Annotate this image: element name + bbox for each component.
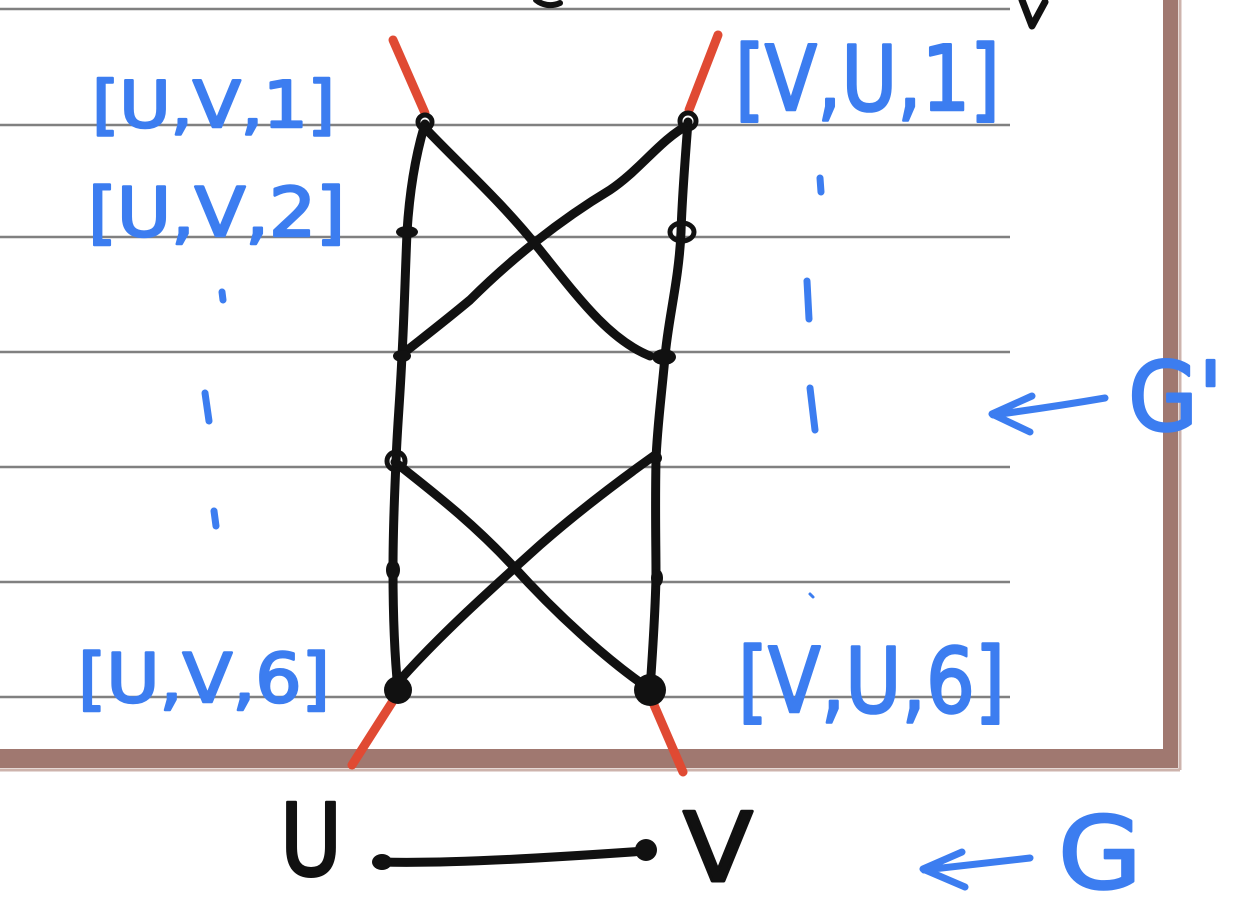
page-border-bottom — [0, 749, 1178, 768]
vertex-v-u-6 — [634, 674, 666, 706]
page-border-right — [1163, 0, 1178, 768]
vertex-u-dot — [372, 854, 392, 870]
ellipsis-dot — [218, 288, 227, 304]
external-edges — [347, 30, 723, 777]
u-side-labels: [U,V,1] [U,V,2] [U,V,6] — [77, 68, 347, 721]
external-edge-bottom-left — [347, 688, 403, 770]
cross-edge-upper-down-left — [395, 120, 693, 361]
external-edge-top-left — [388, 35, 430, 118]
v-side-ellipsis — [803, 174, 825, 599]
cross-edge-upper-down-right — [420, 123, 655, 361]
ellipsis-dot — [808, 592, 815, 599]
u-side-vertices — [384, 112, 435, 704]
cross-edge-lower-down-left — [395, 450, 660, 685]
graph-name-label: G — [1058, 795, 1142, 912]
vertex-u-label: U — [280, 782, 342, 899]
gadget-name-label: G' — [1128, 343, 1223, 453]
external-edge-top-right — [684, 30, 723, 115]
label-u-v-2: [U,V,2] — [88, 174, 345, 253]
vertex-v-label: V — [683, 794, 753, 904]
label-u-v-6: [U,V,6] — [78, 640, 330, 719]
u-side-ellipsis — [201, 288, 227, 530]
label-u-v-1: [U,V,1] — [92, 69, 335, 143]
vertex-u-v-1 — [415, 112, 435, 132]
ellipsis-dash — [201, 389, 213, 425]
ellipsis-dot — [816, 174, 825, 196]
vertex-v-u-2 — [667, 220, 697, 244]
original-graph: U V — [279, 781, 755, 906]
ellipsis-dash — [806, 384, 819, 434]
partial-ink-mark — [1018, 0, 1049, 30]
vertex-u-v-5 — [386, 560, 400, 580]
external-edge-bottom-right — [646, 693, 688, 777]
vertex-v-dot — [635, 839, 657, 861]
gadget-edges — [388, 117, 693, 695]
vertex-v-u-5 — [651, 569, 663, 587]
graph-edge-u-v — [375, 846, 651, 867]
vertex-u-v-3 — [393, 350, 411, 362]
ellipsis-dash — [803, 277, 813, 323]
vertex-u-v-4 — [384, 449, 408, 473]
page-border — [0, 0, 1182, 772]
label-v-u-6: [V,U,6] — [738, 629, 1005, 734]
vertex-u-v-6 — [384, 676, 412, 704]
u-side-path-edge — [388, 119, 430, 695]
partial-ink-mark — [533, 0, 563, 9]
vertex-v-u-3 — [652, 349, 676, 365]
left-arrow-icon — [919, 848, 1034, 891]
vertex-v-u-1 — [677, 110, 699, 132]
graph-pointer: G — [919, 794, 1143, 913]
gadget-pointer: G' — [988, 342, 1224, 454]
vertex-u-v-2 — [396, 226, 418, 238]
v-side-labels: [V,U,1] [V,U,6] — [734, 26, 1007, 736]
left-arrow-icon — [988, 392, 1109, 436]
label-v-u-1: [V,U,1] — [735, 27, 1000, 132]
vertex-v-u-4 — [650, 452, 662, 464]
v-side-vertices — [634, 110, 699, 706]
ellipsis-dot — [210, 507, 220, 530]
